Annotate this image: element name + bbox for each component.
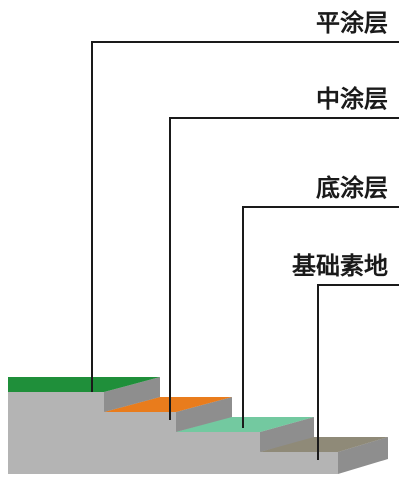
leader-line-base (242, 206, 399, 428)
middle-coat-surface (104, 397, 232, 412)
leader-line-top (91, 41, 399, 392)
label-base-coat: 底涂层 (316, 174, 388, 202)
label-top-coat: 平涂层 (316, 9, 388, 37)
label-substrate: 基础素地 (292, 252, 388, 280)
substrate-surface (260, 437, 388, 452)
top-coat-surface (8, 377, 160, 392)
base-coat-surface (176, 417, 314, 432)
slab4-side (338, 437, 388, 474)
slab1-side (104, 377, 160, 412)
label-middle-coat: 中涂层 (316, 85, 388, 113)
slab1-front (8, 392, 104, 412)
slab2-front (8, 412, 176, 432)
leader-line-substrate (317, 284, 399, 460)
leader-line-middle (169, 117, 399, 420)
slab2-side (176, 397, 232, 432)
slab3-front (8, 432, 260, 452)
slab4-front (8, 452, 338, 474)
slab3-side (260, 417, 314, 452)
